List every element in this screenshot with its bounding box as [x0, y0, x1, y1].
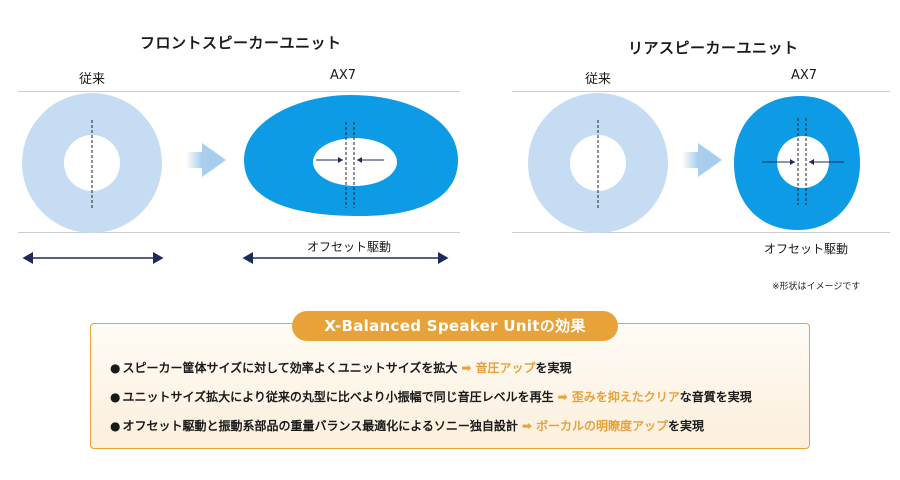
front-conventional-label: 従来 — [79, 72, 106, 87]
bullet-dot: ● — [110, 418, 121, 433]
front-ax7-unit — [244, 95, 458, 216]
effects-panel — [90, 323, 810, 449]
effect-item-1-result: 音圧アップ — [475, 361, 536, 375]
rear-conventional-unit — [528, 93, 668, 233]
effects-heading-badge: X-Balanced Speaker Unitの効果 — [292, 311, 618, 341]
front-top-rule — [18, 91, 460, 92]
effect-item-3-suffix: を実現 — [667, 419, 704, 433]
front-bottom-rule — [18, 232, 460, 233]
bullet-dot: ● — [110, 360, 121, 375]
speaker-diagram — [22, 93, 860, 264]
rear-ax7-unit — [734, 96, 860, 230]
effect-item-3-arrow-icon: ➡ — [521, 418, 532, 433]
front-ax7-label: AX7 — [330, 68, 357, 83]
rear-unit-title: リアスピーカーユニット — [628, 39, 799, 57]
effect-item-1-text: スピーカー筐体サイズに対して効率よくユニットサイズを拡大 — [122, 361, 458, 375]
effect-item-2-text: ユニットサイズ拡大により従来の丸型に比べより小振幅で同じ音圧レベルを再生 — [122, 390, 554, 404]
effect-item-2: ● ユニットサイズ拡大により従来の丸型に比べより小振幅で同じ音圧レベルを再生 ➡… — [110, 388, 752, 405]
rear-conventional-label: 従来 — [585, 72, 612, 87]
effect-item-1-suffix: を実現 — [535, 361, 572, 375]
front-transition-arrow — [186, 143, 226, 177]
effect-item-3-result: ボーカルの明瞭度アップ — [535, 419, 668, 433]
rear-top-rule — [512, 91, 890, 92]
effect-item-2-suffix: な音質を実現 — [679, 390, 752, 404]
rear-transition-arrow — [682, 143, 722, 177]
bullet-dot: ● — [110, 389, 121, 404]
front-offset-drive-label: オフセット駆動 — [307, 240, 392, 254]
front-conventional-unit — [22, 93, 162, 233]
rear-ax7-label: AX7 — [791, 68, 818, 83]
effect-item-1-arrow-icon: ➡ — [461, 360, 472, 375]
shape-disclaimer-note: ※形状はイメージです — [772, 282, 861, 292]
rear-offset-drive-label: オフセット駆動 — [764, 242, 849, 256]
effect-item-3: ● オフセット駆動と振動系部品の重量バランス最適化によるソニー独自設計 ➡ ボー… — [110, 417, 704, 434]
effect-item-2-result: 歪みを抑えたクリア — [571, 390, 680, 404]
effect-item-2-arrow-icon: ➡ — [557, 389, 568, 404]
effect-item-1: ● スピーカー筐体サイズに対して効率よくユニットサイズを拡大 ➡ 音圧アップ を… — [110, 359, 572, 376]
rear-bottom-rule — [512, 232, 890, 233]
front-unit-title: フロントスピーカーユニット — [140, 34, 342, 52]
effect-item-3-text: オフセット駆動と振動系部品の重量バランス最適化によるソニー独自設計 — [122, 419, 518, 433]
